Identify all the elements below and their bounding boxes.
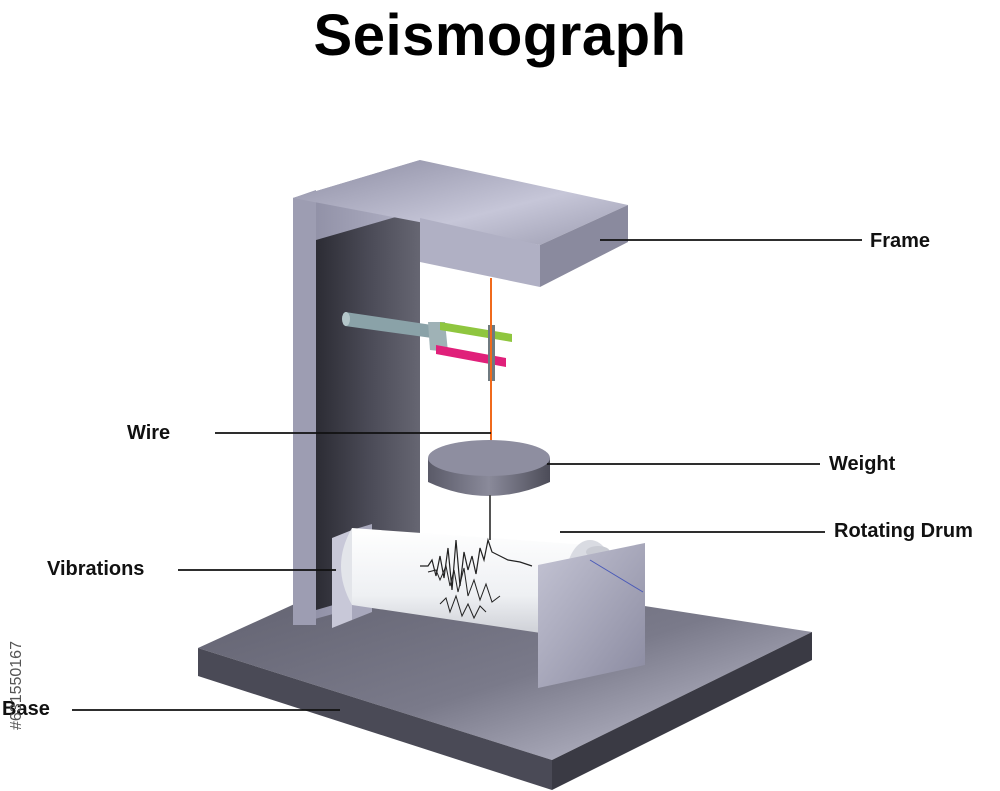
frame-label: Frame [870, 230, 931, 252]
rotating-drum [332, 524, 645, 688]
vibrations-label: Vibrations [47, 558, 145, 580]
frame-top-arm [293, 160, 628, 287]
diagram-title: Seismograph [313, 3, 687, 68]
side-id-text: #631550167 [8, 641, 25, 730]
weight-label: Weight [829, 453, 896, 475]
frame-pillar [293, 160, 420, 625]
seismic-trace [420, 537, 533, 591]
rotating-drum-label: Rotating Drum [834, 520, 973, 542]
base-label: Base [2, 698, 50, 720]
weight-cylinder [428, 440, 550, 540]
wire-label: Wire [127, 422, 171, 444]
